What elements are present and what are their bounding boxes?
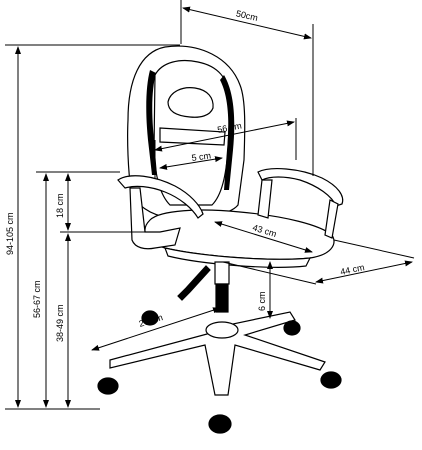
dimension-arm-to-seat: 18 cm [55, 173, 71, 231]
dimension-width-top: 50cm [180, 0, 314, 176]
gas-lift-upper [214, 261, 230, 285]
label-arm-height: 56-67 cm [32, 280, 42, 318]
office-chair-illustration [97, 45, 344, 434]
dimension-seat-height: 38-49 cm [55, 231, 150, 408]
dimension-armrest-offset: 5 cm [159, 150, 223, 170]
label-armrest-offset: 5 cm [191, 150, 212, 163]
armrest-right [257, 168, 344, 207]
label-seat-back-width: 56 cm [216, 120, 242, 134]
dimension-seat-width: 43 cm [214, 221, 313, 253]
backrest-side-stripe-right [220, 75, 235, 190]
dimension-gas-lift: 6 cm [257, 261, 273, 319]
head-cushion [167, 87, 214, 118]
armrest-right-support-2 [324, 199, 339, 239]
armrest-left-support [129, 187, 181, 250]
label-width-top: 50cm [235, 8, 259, 23]
label-seat-depth: 44 cm [339, 262, 365, 277]
base-hub [205, 321, 239, 339]
seat-underside [164, 247, 312, 268]
caster-back-right [283, 320, 301, 336]
dimension-total-height: 94-105 cm [5, 44, 180, 410]
label-seat-height: 38-49 cm [55, 304, 65, 342]
armrest-left [117, 175, 204, 219]
base-star [109, 311, 326, 396]
dimension-seat-back-width: 56 cm [154, 118, 297, 178]
label-gas-lift: 6 cm [257, 291, 267, 311]
label-arm-to-seat: 18 cm [55, 193, 65, 218]
caster-front-center [208, 414, 232, 434]
armrest-right-support [257, 179, 273, 219]
caster-front-left [97, 377, 119, 395]
gas-lift-lower [215, 283, 229, 313]
caster-front-right [320, 371, 342, 389]
tilt-lever [177, 265, 211, 301]
dimension-arm-height: 56-67 cm [32, 171, 120, 408]
label-base-radius: 26 cm [138, 312, 164, 329]
label-total-height: 94-105 cm [5, 212, 15, 255]
